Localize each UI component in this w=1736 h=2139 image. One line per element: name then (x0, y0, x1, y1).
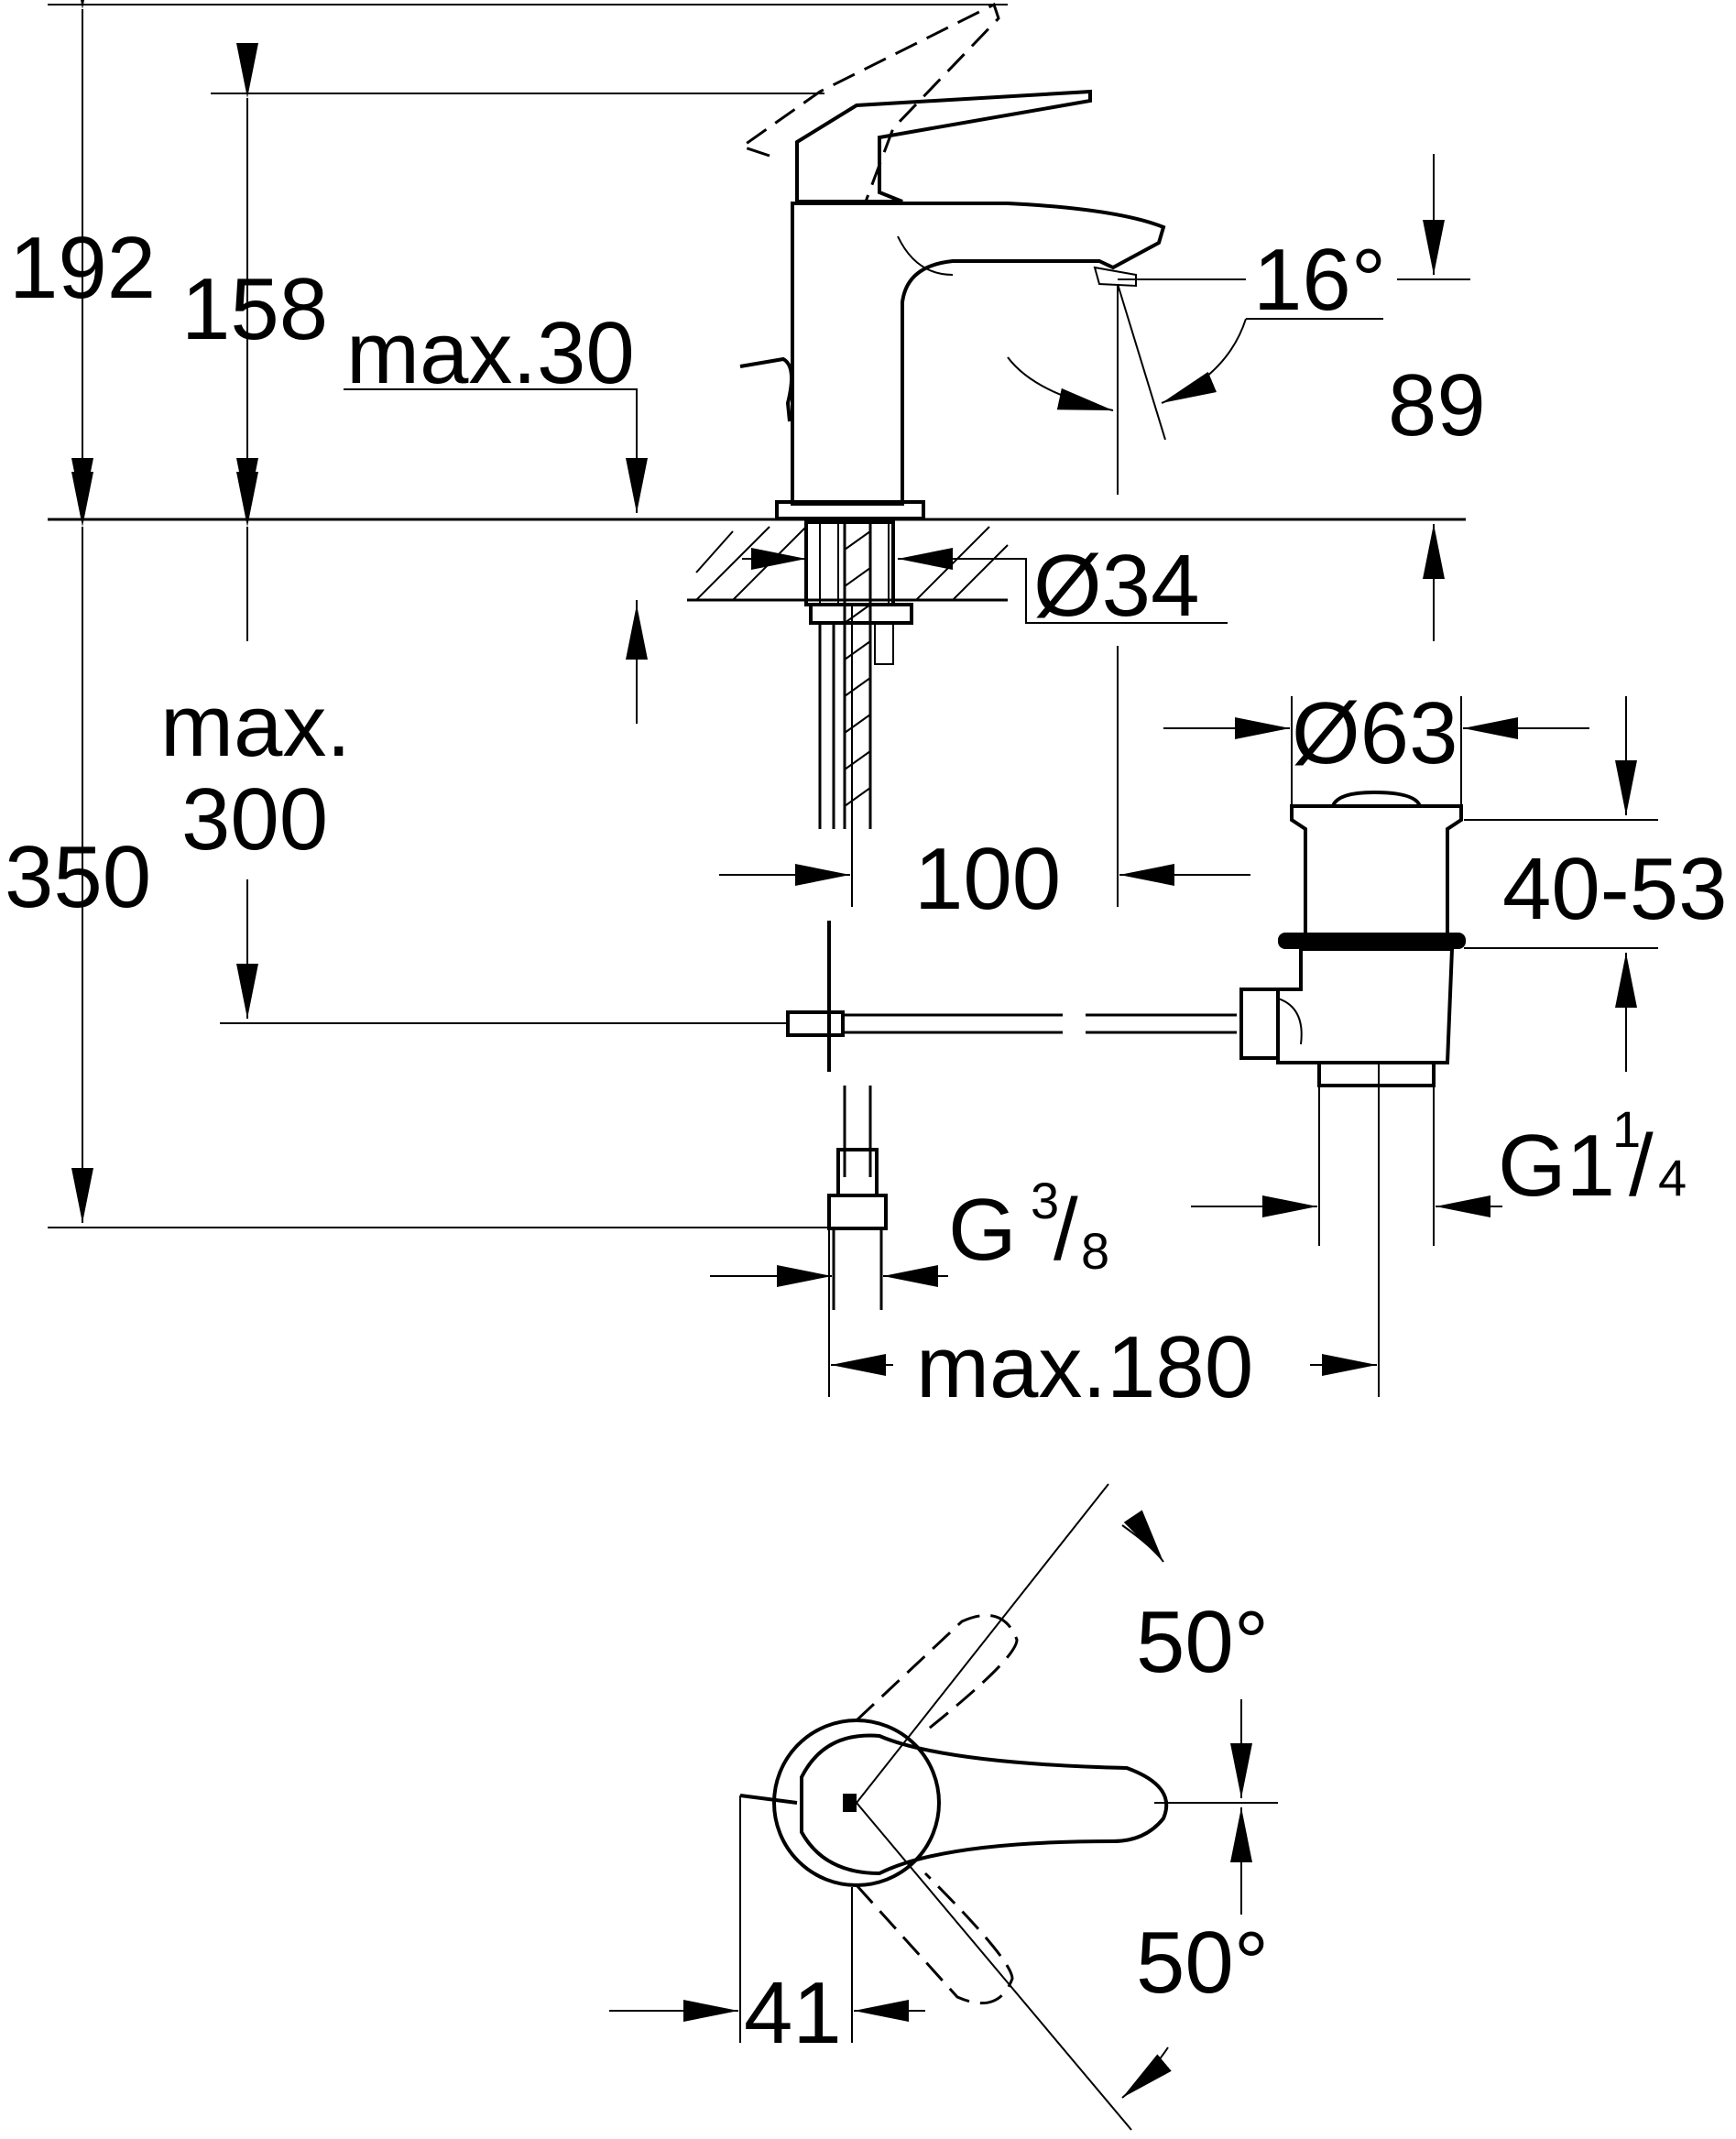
pop-up-rod (739, 356, 793, 422)
label-spout-reach: 89 (1388, 356, 1486, 454)
label-waste-range: 40-53 (1502, 840, 1728, 938)
label-total-height: 192 (9, 219, 156, 317)
faucet-body (791, 202, 1166, 506)
pop-up-linkage (786, 921, 1237, 1072)
supply-hose-upper (818, 522, 872, 829)
label-handle-angle-down: 50° (1136, 1914, 1269, 2012)
faucet-side-view (48, 2, 1466, 1310)
label-spout-height: 158 (181, 260, 328, 358)
mounting-shank (804, 520, 913, 665)
faucet-top-view (609, 1483, 1278, 2131)
label-waste-thread-slash: / (1629, 1117, 1654, 1215)
label-max-thickness-2: 300 (181, 770, 328, 868)
label-supply-length: 350 (5, 828, 151, 926)
label-max-thickness-1: max. (160, 677, 351, 775)
label-supply-thread-main: G (948, 1181, 1017, 1279)
aerator (1093, 266, 1137, 288)
spout-curve (897, 235, 954, 276)
dimension-labels: 192 158 max.30 16° 89 Ø34 max. 300 100 Ø… (5, 219, 1728, 2062)
label-waste-diameter: Ø63 (1292, 684, 1458, 782)
label-supply-thread-num: 3 (1031, 1172, 1059, 1229)
label-handle-width: 41 (744, 1964, 842, 2062)
label-hole-diameter: Ø34 (1033, 537, 1199, 635)
countertop (687, 518, 1009, 602)
label-waste-thread-num: 1 (1612, 1100, 1641, 1158)
dimension-lines (48, 0, 1658, 1397)
label-handle-angle-up: 50° (1136, 1593, 1269, 1691)
label-max-180: max.180 (916, 1318, 1253, 1416)
label-waste-thread-main: G1 (1498, 1117, 1615, 1215)
label-spout-angle: 16° (1253, 231, 1386, 329)
label-supply-thread-slash: / (1054, 1181, 1078, 1279)
pop-up-waste (1239, 790, 1466, 1087)
label-waste-thread-den: 4 (1658, 1149, 1687, 1206)
label-spout-projection: 100 (914, 830, 1061, 928)
label-max-30: max.30 (346, 304, 635, 402)
supply-hose-lower (827, 1086, 888, 1310)
label-supply-thread-den: 8 (1081, 1222, 1109, 1280)
lever-handle (795, 89, 1092, 203)
